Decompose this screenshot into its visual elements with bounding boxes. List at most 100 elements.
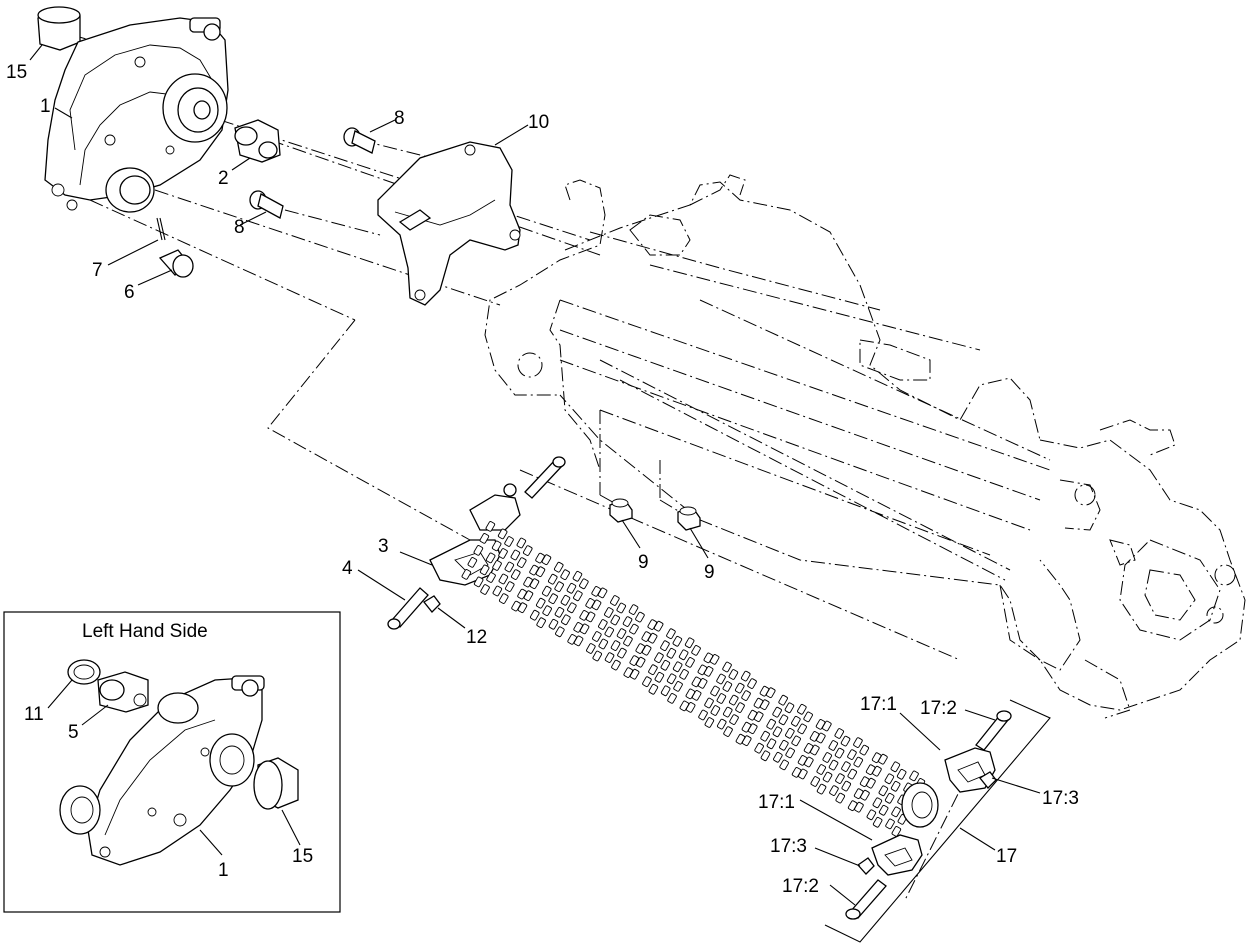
roller-tine xyxy=(492,585,503,597)
callout-7: 7 xyxy=(92,260,103,281)
callout-2: 2 xyxy=(218,168,229,189)
part-17-end-hub xyxy=(901,782,939,828)
roller-tine xyxy=(685,657,695,668)
roller-tine xyxy=(828,740,838,751)
part-8-bolt-upper xyxy=(343,127,376,154)
callout-3: 3 xyxy=(378,536,389,557)
roller-tine xyxy=(672,661,683,673)
roller-tine xyxy=(866,809,877,821)
roller-tine xyxy=(467,557,478,568)
roller-tine xyxy=(773,751,783,763)
roller-tine xyxy=(798,768,808,780)
roller-tine xyxy=(560,594,571,606)
part-17-group-bracket xyxy=(824,699,1051,943)
roller-tine xyxy=(479,564,490,576)
callout-11: 11 xyxy=(24,704,44,725)
roller-tine xyxy=(810,744,820,756)
roller-tine xyxy=(729,714,739,725)
roller-tine xyxy=(667,693,677,704)
roller-tine xyxy=(753,711,764,722)
roller-tine xyxy=(504,581,515,592)
roller-tine xyxy=(642,676,652,687)
roller-tine xyxy=(486,572,496,583)
roller-tine xyxy=(504,561,515,573)
part-15-cap-lh xyxy=(253,757,299,810)
part-5-bushing xyxy=(97,671,149,713)
roller-tine xyxy=(740,670,751,682)
roller-tine xyxy=(759,699,770,710)
roller-tine xyxy=(610,614,620,626)
roller-tine xyxy=(516,557,527,568)
roller-tine xyxy=(884,792,895,804)
roller-tine xyxy=(766,738,777,750)
roller-tine xyxy=(604,626,614,638)
roller-tine xyxy=(516,537,527,549)
part-17-3-nut-lower xyxy=(857,857,875,875)
roller-tine xyxy=(666,673,677,685)
roller-tine xyxy=(896,768,907,780)
roller-tine xyxy=(660,659,671,671)
callout-17-3: 17:3 xyxy=(770,836,807,857)
roller-tine xyxy=(660,685,671,697)
roller-tine xyxy=(791,715,801,727)
roller-tine xyxy=(691,645,701,656)
roller-tine xyxy=(536,617,546,628)
roller-tine xyxy=(579,578,589,590)
roller-tine xyxy=(485,521,496,532)
roller-tine xyxy=(585,611,596,623)
roller-tine xyxy=(648,664,658,675)
callout-17-1: 17:1 xyxy=(758,792,795,813)
roller-tine xyxy=(497,528,508,540)
roller-tine xyxy=(735,702,745,713)
part-8-bolt-lower xyxy=(249,190,284,219)
roller-tine xyxy=(747,723,758,734)
roller-tine xyxy=(653,620,664,632)
roller-tine xyxy=(523,590,534,601)
roller-tine xyxy=(679,669,689,680)
roller-tine xyxy=(635,656,646,668)
roller-tine xyxy=(517,602,528,613)
roller-tine xyxy=(785,747,795,759)
roller-tine xyxy=(629,668,640,680)
roller-tine xyxy=(710,685,720,697)
callout-1: 1 xyxy=(40,96,51,117)
roller-tine xyxy=(691,690,702,701)
leader-lines xyxy=(29,44,1041,906)
callout-15: 15 xyxy=(292,846,313,867)
roller-tine xyxy=(504,536,514,547)
roller-tine xyxy=(591,599,602,611)
roller-tine xyxy=(623,635,633,647)
roller-tine xyxy=(741,735,752,746)
callout-1: 1 xyxy=(218,860,229,881)
roller-tine xyxy=(890,761,901,773)
roller-tine xyxy=(734,682,745,694)
roller-tine xyxy=(560,569,570,580)
roller-tine xyxy=(747,678,757,689)
roller-tine xyxy=(535,566,546,577)
roller-tine xyxy=(529,578,540,589)
roller-tine xyxy=(510,569,521,580)
part-17-2-bolt-upper xyxy=(975,710,1012,751)
roller-tine xyxy=(485,552,496,564)
roller-tine xyxy=(797,723,807,735)
roller-tine xyxy=(592,650,602,662)
roller-tine xyxy=(635,611,645,623)
roller-tine xyxy=(779,739,789,751)
roller-tine xyxy=(754,742,764,754)
roller-tine xyxy=(778,694,788,706)
callout-9: 9 xyxy=(638,552,649,573)
roller-tine xyxy=(628,604,639,615)
roller-tine xyxy=(666,647,677,659)
roller-tine xyxy=(860,789,870,801)
roller-tine xyxy=(579,623,590,635)
roller-tine xyxy=(541,554,552,565)
roller-tine xyxy=(672,635,683,647)
roller-tine xyxy=(835,792,845,804)
roller-tine xyxy=(704,717,715,728)
roller-tine xyxy=(703,666,714,677)
roller-tine xyxy=(535,597,546,609)
roller-tine xyxy=(616,628,627,639)
roller-tine xyxy=(666,628,676,639)
roller-tine xyxy=(710,705,721,716)
roller-tine xyxy=(586,643,596,654)
